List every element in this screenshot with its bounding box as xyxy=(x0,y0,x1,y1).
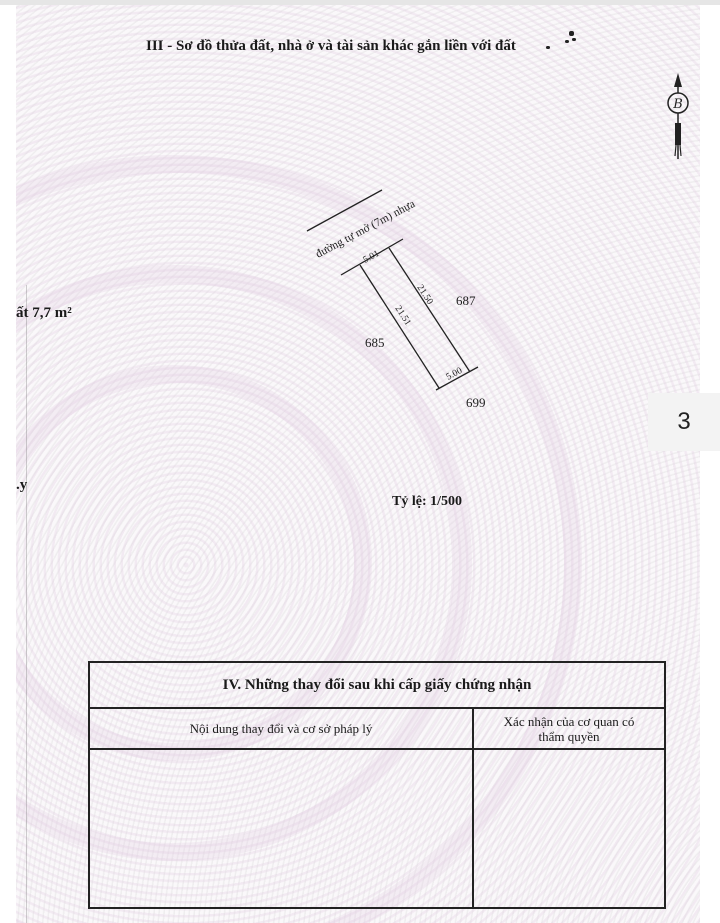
svg-text:B: B xyxy=(672,97,683,112)
fragment-text: .y xyxy=(16,477,28,493)
ink-mark xyxy=(546,46,550,49)
north-arrow-icon: B xyxy=(667,73,689,159)
neighbor-parcel-687: 687 xyxy=(456,293,476,308)
edge-right-length: 21.50 xyxy=(414,283,434,307)
ink-mark xyxy=(565,40,569,43)
edge-top-length: 5.01 xyxy=(362,249,382,266)
page-number-indicator: 3 xyxy=(648,393,720,451)
section-iii-title: III - Sơ đồ thửa đất, nhà ở và tài sản k… xyxy=(146,38,516,54)
column-header-authority-confirmation: Xác nhận của cơ quan có thẩm quyền xyxy=(503,713,635,744)
road-label: đường tự mở (7m) nhựa xyxy=(314,198,417,261)
viewer-top-bar xyxy=(0,0,720,5)
fold-line xyxy=(26,285,27,923)
neighbor-parcel-699: 699 xyxy=(466,395,486,410)
table-header-divider xyxy=(90,748,664,750)
neighbor-parcel-685: 685 xyxy=(365,335,385,350)
scale-label: Tỷ lệ: 1/500 xyxy=(392,494,462,509)
ink-mark xyxy=(572,38,576,41)
column-header-change-content: Nội dung thay đổi và cơ sở pháp lý xyxy=(189,721,373,736)
table-cell-change-content xyxy=(90,750,472,907)
certificate-page: III - Sơ đồ thửa đất, nhà ở và tài sản k… xyxy=(16,5,700,923)
parcel-diagram: đường tự mở (7m) nhựa 5.01 21.50 21.51 5… xyxy=(306,189,486,410)
table-column-divider xyxy=(472,709,474,907)
changes-table: IV. Những thay đổi sau khi cấp giấy chứn… xyxy=(88,661,666,909)
section-iv-title: IV. Những thay đổi sau khi cấp giấy chứn… xyxy=(90,663,664,709)
edge-left-length: 21.51 xyxy=(392,304,412,328)
area-fragment-text: ất 7,7 m² xyxy=(16,305,72,321)
table-cell-authority-confirmation xyxy=(474,750,664,907)
ink-mark xyxy=(569,31,574,36)
